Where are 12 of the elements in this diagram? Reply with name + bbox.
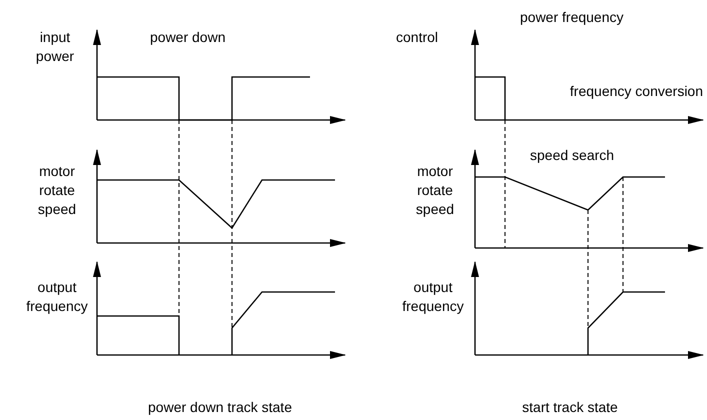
axis-label: motor rotate speed xyxy=(414,162,456,219)
annotation-text: speed search xyxy=(530,146,616,165)
axis-label: input power xyxy=(34,28,76,66)
annotation-text: power frequency xyxy=(520,8,625,27)
annotation-text: frequency conversion xyxy=(568,82,703,101)
axis-label: output frequency xyxy=(401,278,465,316)
caption-text: start track state xyxy=(521,398,619,417)
annotation-text: power down xyxy=(150,28,226,47)
axis-label: output frequency xyxy=(25,278,89,316)
axis-label: motor rotate speed xyxy=(36,162,78,219)
caption-text: power down track state xyxy=(147,398,293,417)
axis-label: control xyxy=(396,28,440,47)
